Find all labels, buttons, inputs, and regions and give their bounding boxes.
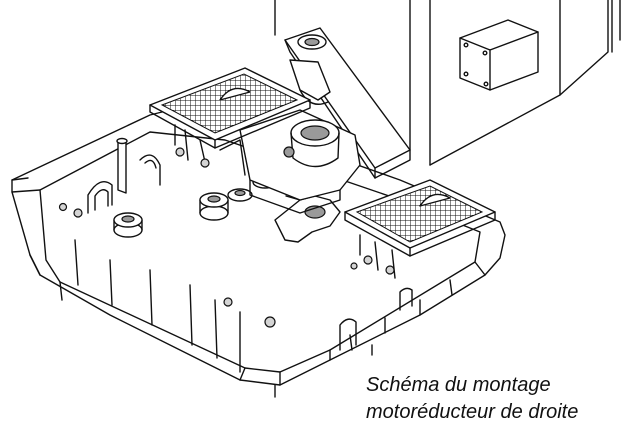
diagram-caption: Schéma du montage motoréducteur de droit…	[366, 372, 624, 426]
motor-arm	[284, 27, 411, 179]
left-grate	[149, 67, 311, 168]
motor-housing	[274, 0, 621, 166]
enclosure-tub	[11, 109, 506, 398]
caption-line-2: motoréducteur de droite	[366, 401, 579, 423]
right-grate	[344, 179, 496, 279]
junction-box	[459, 19, 539, 91]
ring-coupling	[219, 109, 361, 214]
caption-line-1: Schéma du montage	[366, 374, 551, 396]
